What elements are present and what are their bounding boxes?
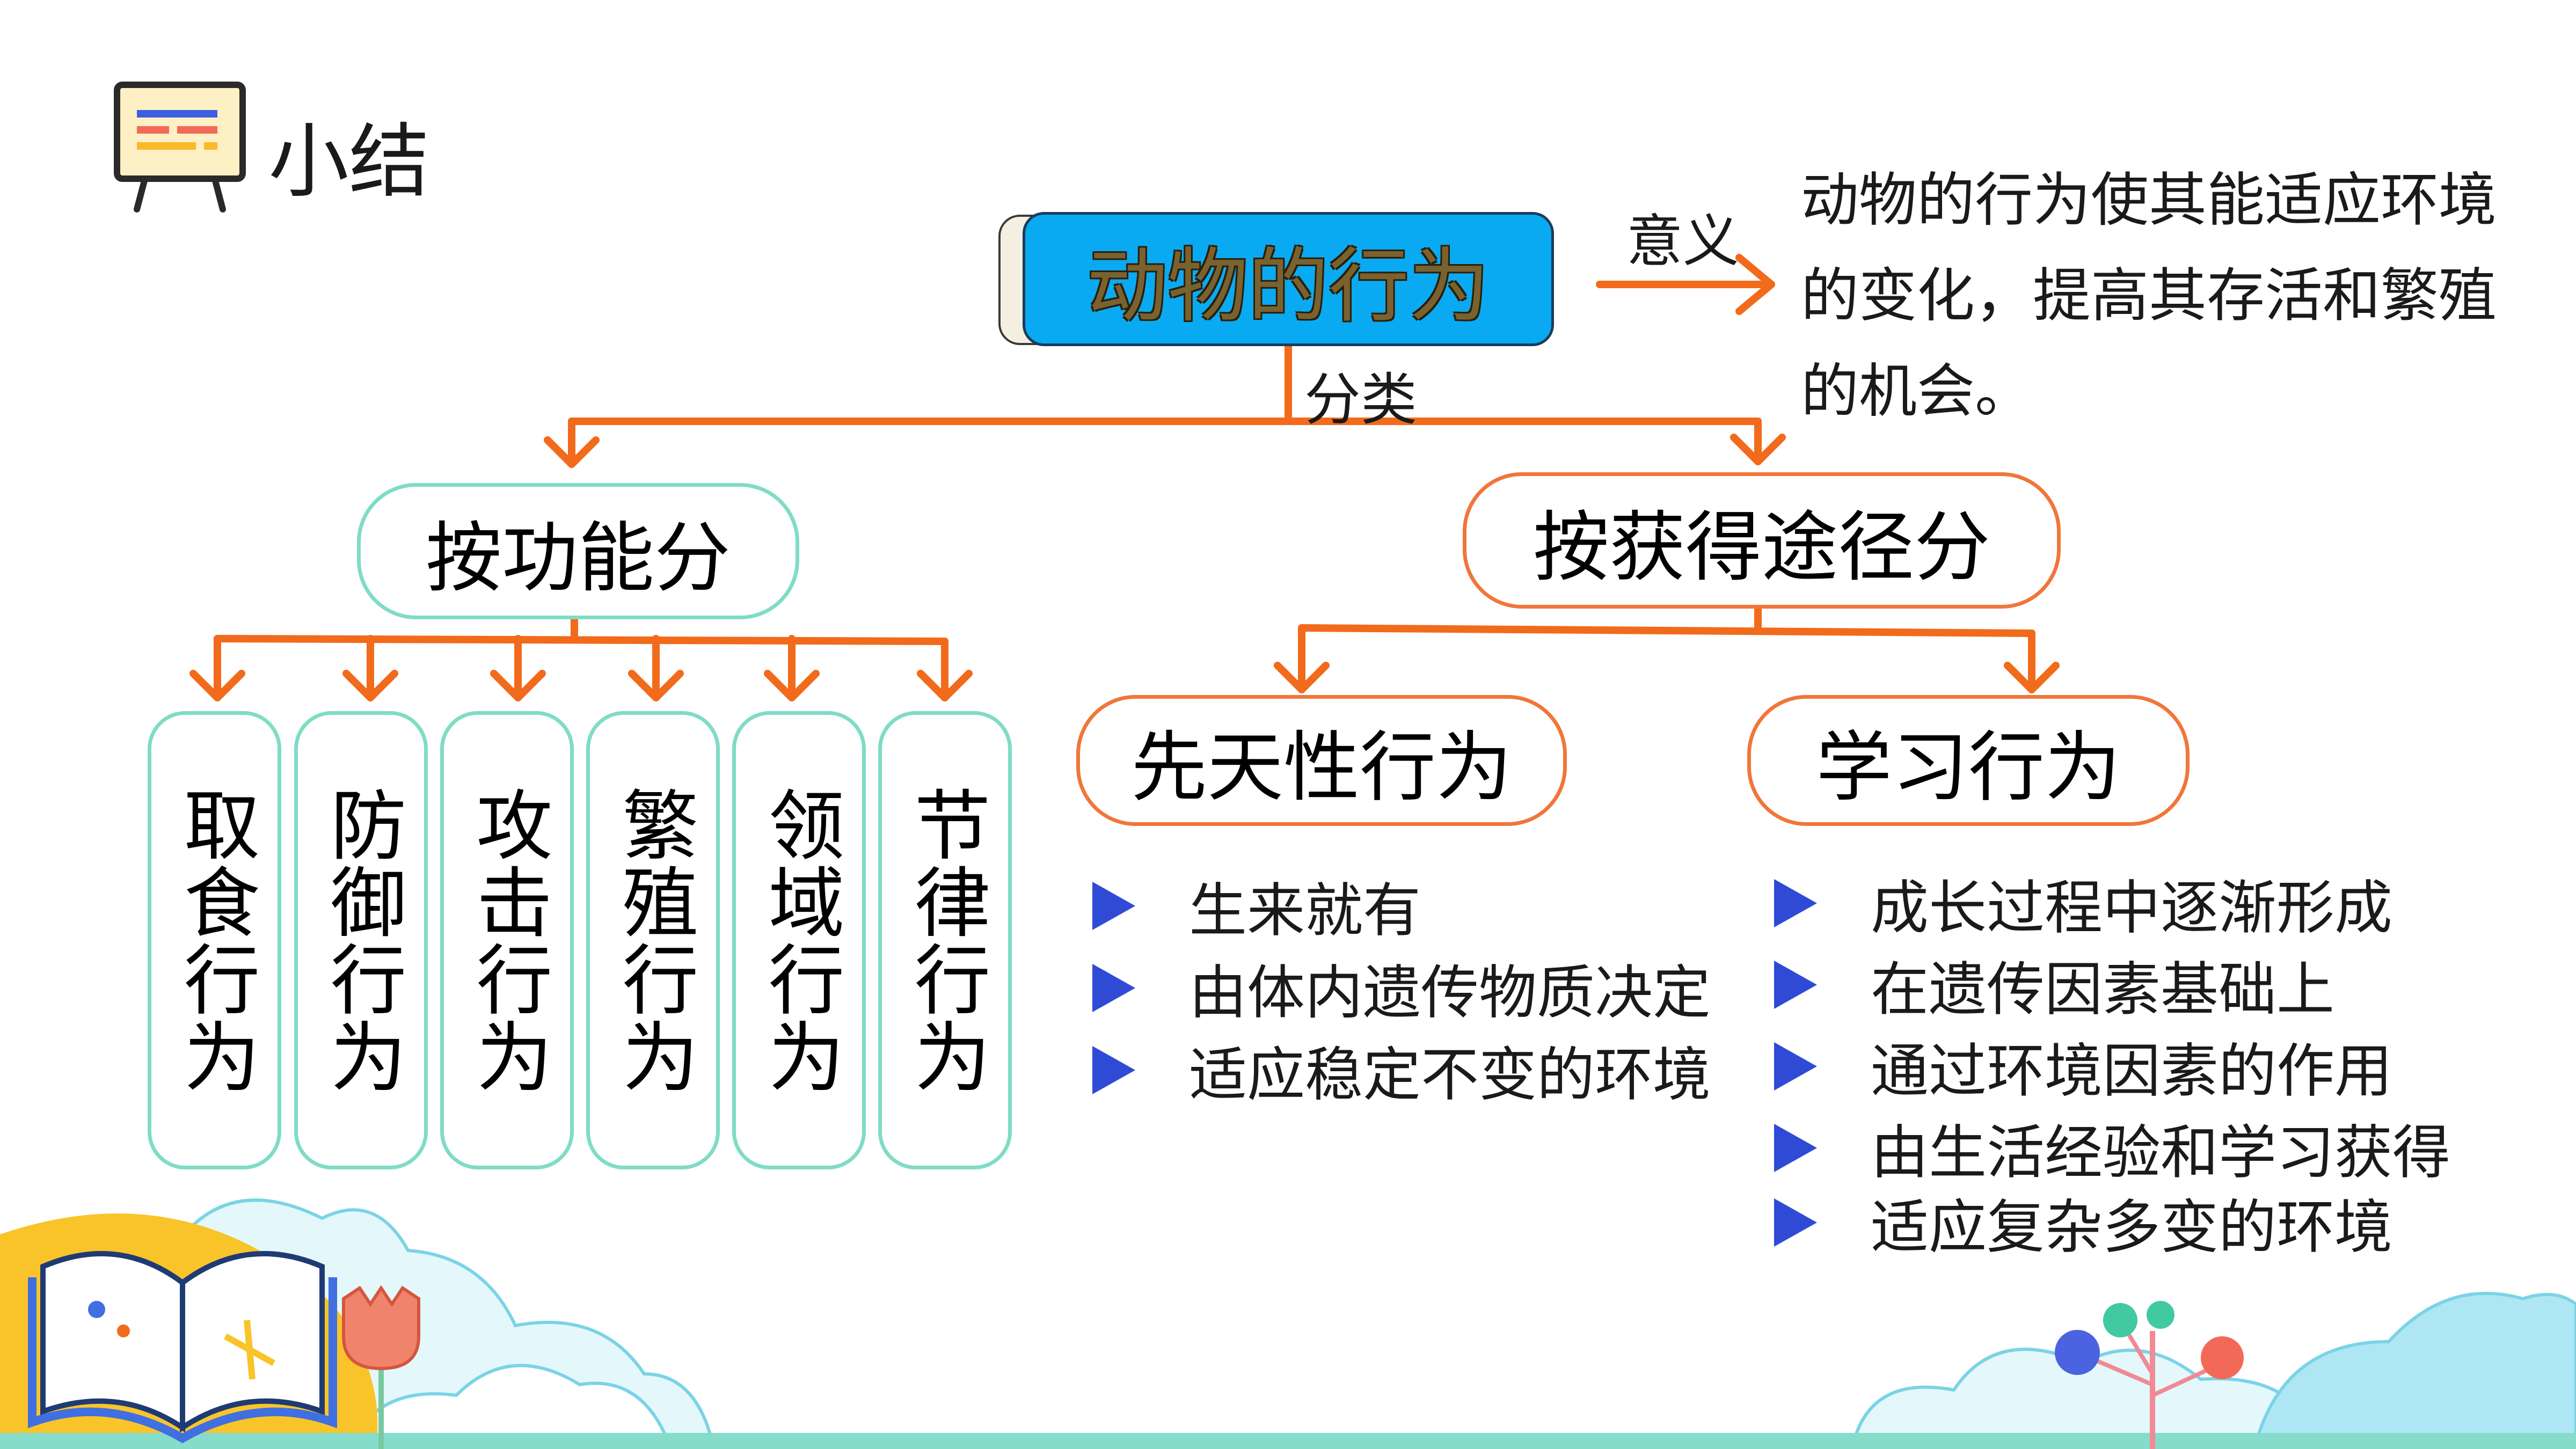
list-item: 通过环境因素的作用: [1774, 1024, 2392, 1108]
function-item: 防御行为: [294, 711, 428, 1169]
open-book-icon: [28, 1251, 337, 1444]
by-acquisition-node: 按获得途径分: [1463, 472, 2061, 609]
triangle-bullet-icon: [1774, 1042, 1817, 1091]
list-item: 在遗传因素基础上: [1774, 943, 2334, 1027]
triangle-bullet-icon: [1092, 964, 1135, 1012]
presentation-board-icon: [114, 82, 246, 213]
triangle-bullet-icon: [1774, 879, 1817, 927]
function-item: 领域行为: [732, 711, 866, 1169]
function-item: 繁殖行为: [586, 711, 720, 1169]
learned-behavior-node: 学习行为: [1747, 695, 2190, 826]
central-node: 动物的行为: [1023, 212, 1554, 346]
triangle-bullet-icon: [1774, 961, 1817, 1009]
flower-icon: [342, 1285, 420, 1449]
page-title: 小结: [268, 115, 430, 209]
list-item: 适应复杂多变的环境: [1774, 1181, 2392, 1264]
meaning-text: 动物的行为使其能适应环境的变化，提高其存活和繁殖的机会。: [1801, 167, 2497, 425]
list-item: 由体内遗传物质决定: [1092, 946, 1711, 1030]
function-item: 取食行为: [148, 711, 281, 1169]
tree-balloon-icon: [2055, 1301, 2244, 1449]
list-item: 适应稳定不变的环境: [1092, 1028, 1711, 1112]
list-item: 由生活经验和学习获得: [1774, 1106, 2450, 1190]
list-item: 成长过程中逐渐形成: [1774, 861, 2392, 945]
list-item: 生来就有: [1092, 864, 1421, 948]
function-item: 攻击行为: [440, 711, 574, 1169]
by-function-node: 按功能分: [357, 483, 799, 619]
triangle-bullet-icon: [1092, 1046, 1135, 1094]
classify-label: 分类: [1304, 367, 1418, 433]
innate-behavior-node: 先天性行为: [1076, 695, 1567, 826]
triangle-bullet-icon: [1774, 1124, 1817, 1172]
meaning-label: 意义: [1626, 209, 1740, 274]
function-item: 节律行为: [878, 711, 1012, 1169]
triangle-bullet-icon: [1092, 882, 1135, 930]
triangle-bullet-icon: [1774, 1198, 1817, 1247]
